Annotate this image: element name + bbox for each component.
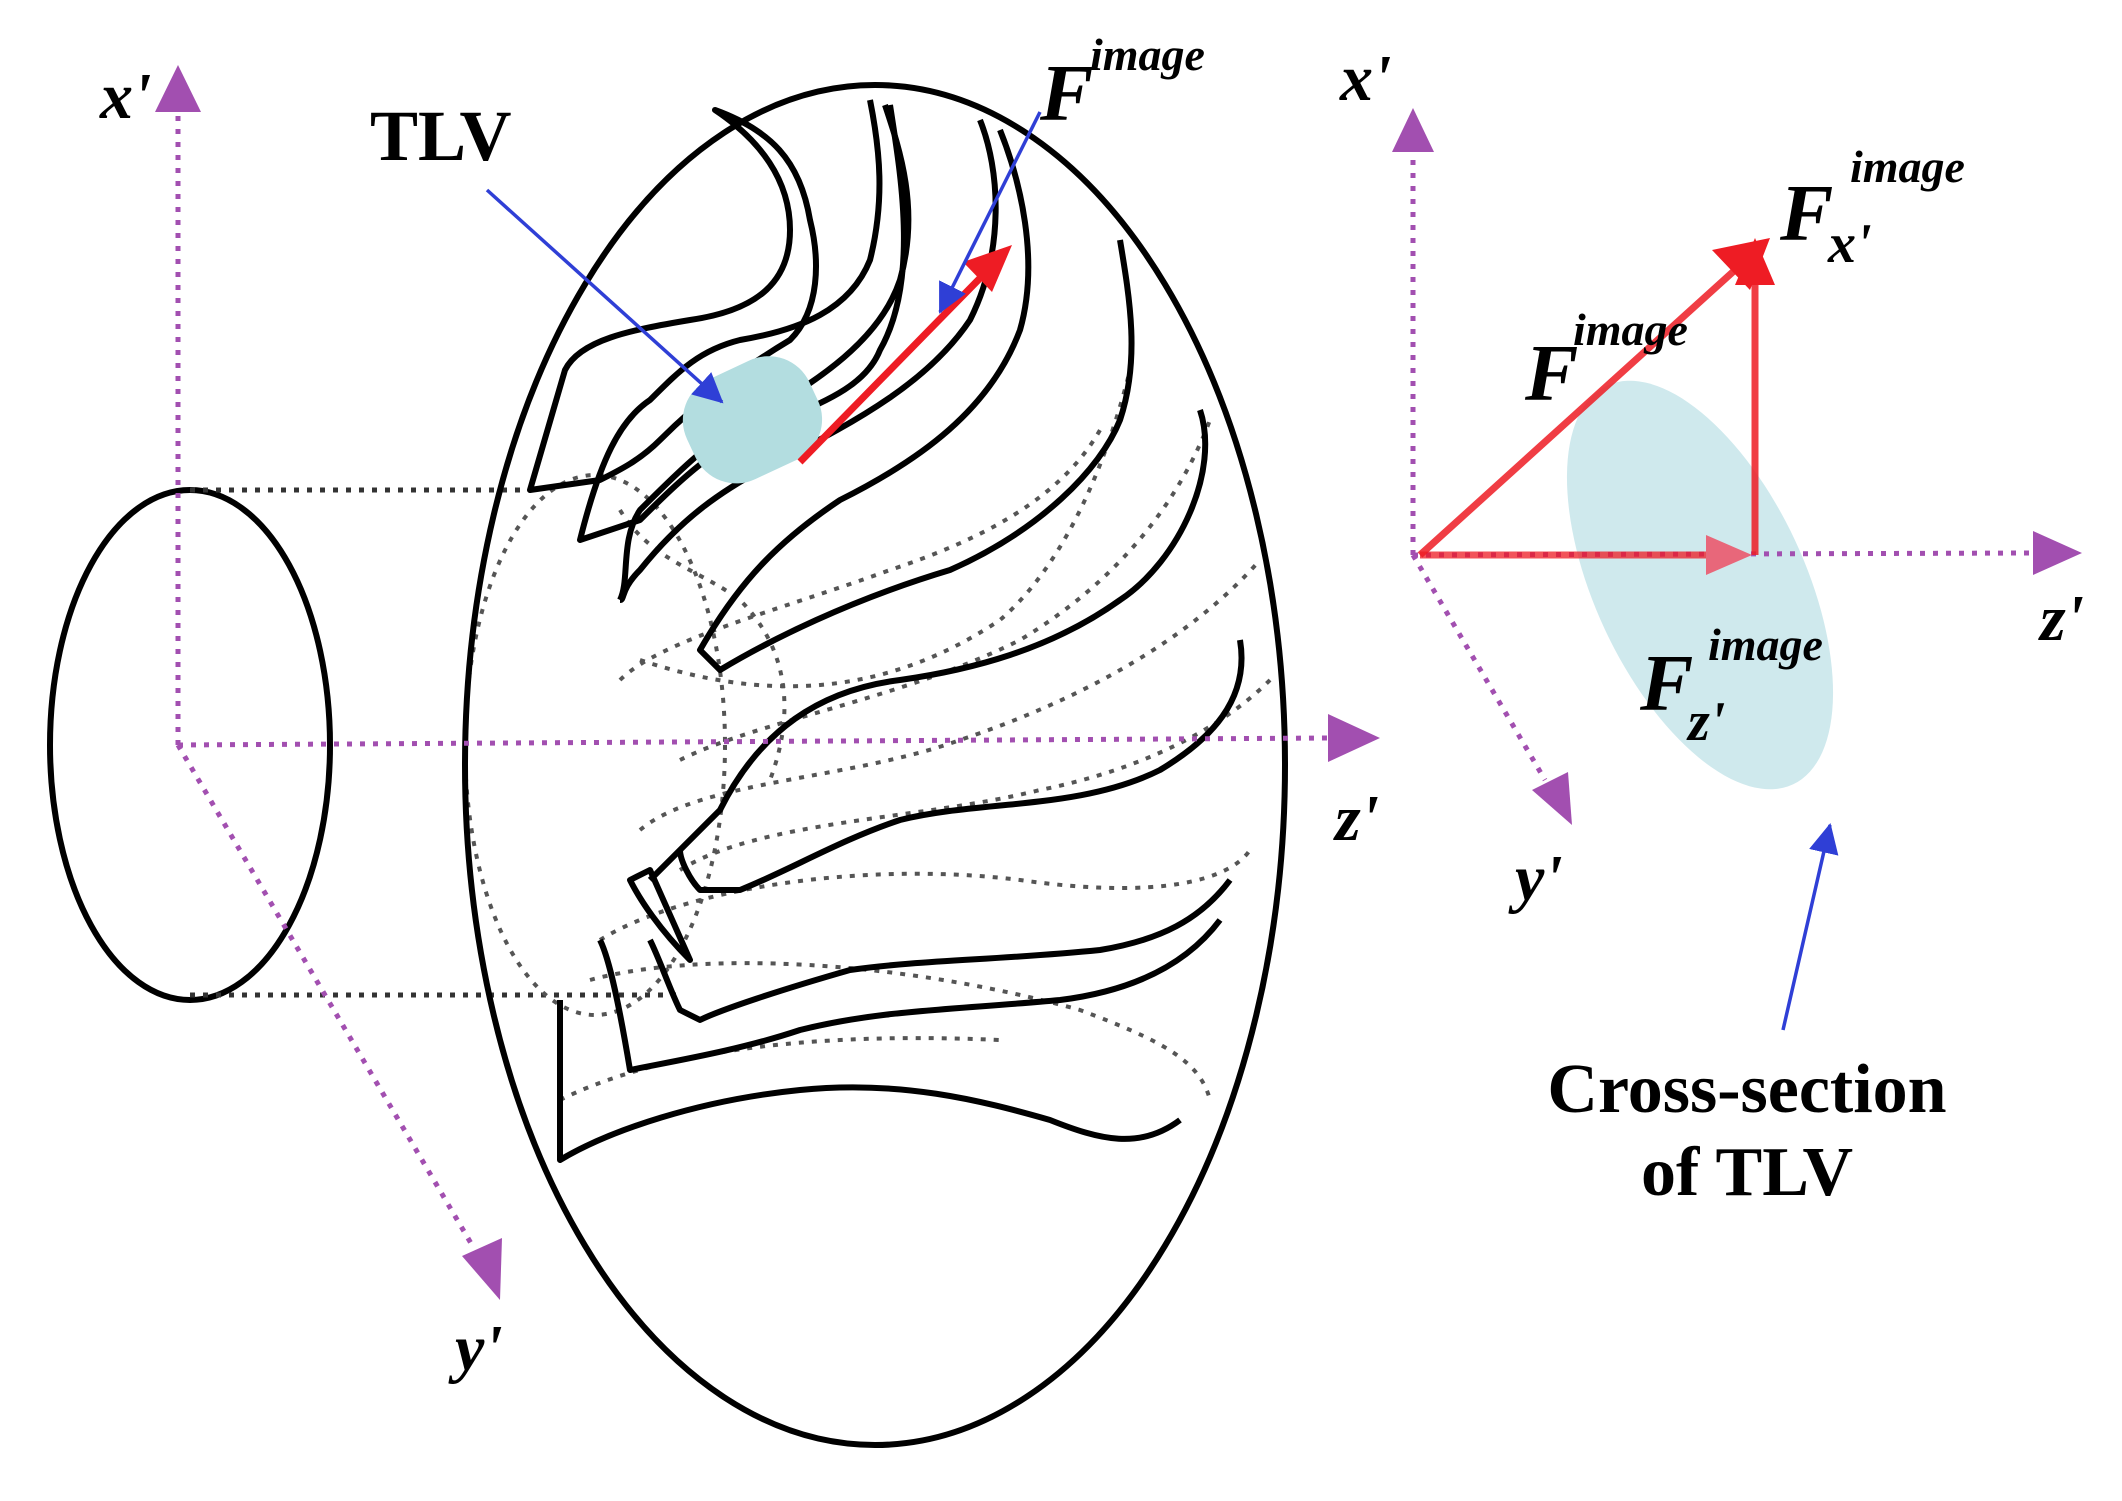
- fx-arrowhead: [1735, 238, 1775, 285]
- left-z-label: z': [1333, 782, 1379, 855]
- left-z-arrowhead: [1328, 714, 1380, 762]
- svg-text:image: image: [1573, 304, 1688, 355]
- casing-ellipse: [462, 82, 1288, 1448]
- left-axes: [155, 65, 1380, 1300]
- f-image-label-left: F image: [1039, 29, 1205, 138]
- right-schematic: x' z' y' F x' image F image F z' image C…: [1339, 42, 2084, 1211]
- left-z-axis: [177, 735, 1331, 748]
- tlv-cross-section: [1566, 380, 1834, 790]
- right-y-arrowhead: [1532, 772, 1572, 825]
- svg-text:image: image: [1708, 619, 1823, 670]
- hidden-blade-curves: [559, 369, 1272, 1102]
- force-pointer: [938, 111, 1042, 314]
- left-schematic: x' z' y' TLV F image: [47, 29, 1380, 1448]
- svg-text:image: image: [1090, 29, 1205, 80]
- left-y-axis: [175, 743, 475, 1247]
- blade-outlines: [527, 99, 1245, 1163]
- right-z-label: z': [2038, 582, 2084, 655]
- right-y-label: y': [1508, 842, 1563, 915]
- svg-text:F: F: [1639, 640, 1693, 728]
- cross-section-pointer: [1781, 823, 1839, 1031]
- right-x-label: x': [1339, 42, 1391, 115]
- force-vector-right: [1417, 267, 1738, 558]
- left-x-label: x': [99, 60, 151, 133]
- svg-text:image: image: [1850, 141, 1965, 192]
- f-image-label-right: F image: [1524, 304, 1688, 418]
- svg-text:z': z': [1686, 691, 1725, 753]
- hidden-hub-ellipse: [463, 473, 727, 1017]
- right-z-arrowhead: [2033, 531, 2082, 575]
- svg-text:F: F: [1779, 170, 1833, 258]
- svg-text:F: F: [1039, 50, 1093, 138]
- hub-ellipse: [47, 487, 333, 1003]
- cross-section-label-line1: Cross-section: [1547, 1051, 1946, 1128]
- cross-section-label-line2: of TLV: [1641, 1134, 1853, 1211]
- fz-arrowhead: [1706, 535, 1752, 575]
- tlv-blob: [682, 356, 823, 484]
- right-x-arrowhead: [1392, 108, 1434, 152]
- tlv-pointer: [485, 188, 724, 404]
- left-x-arrowhead: [155, 65, 201, 112]
- left-y-arrowhead: [462, 1238, 502, 1300]
- left-y-label: y': [448, 1312, 503, 1385]
- fz-image-label: F z' image: [1639, 619, 1823, 753]
- fx-image-label: F x' image: [1779, 141, 1965, 275]
- right-y-axis: [1410, 553, 1548, 782]
- tlv-label: TLV: [370, 96, 511, 176]
- force-arrowhead-left: [963, 245, 1012, 292]
- svg-text:F: F: [1524, 330, 1578, 418]
- svg-text:x': x': [1827, 213, 1872, 275]
